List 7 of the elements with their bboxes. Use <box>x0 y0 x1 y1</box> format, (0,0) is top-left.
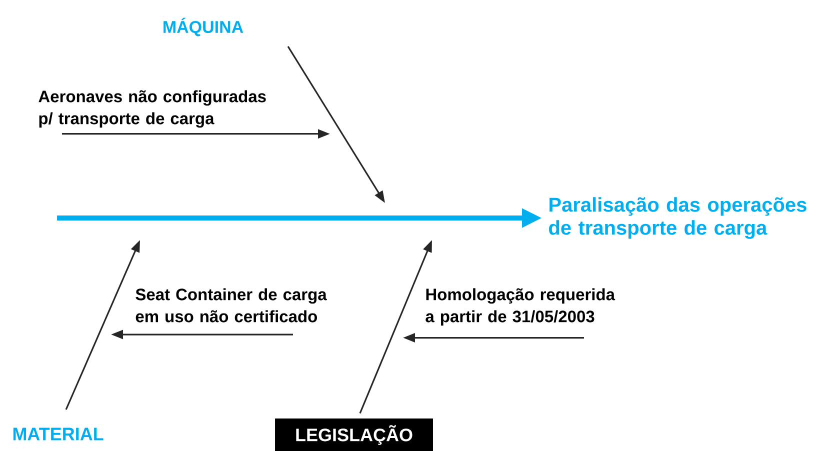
cause-label: Seat Container de carga em uso não certificado <box>136 288 327 322</box>
cause-label: Aeronaves não configuradas p/ transporte de carga <box>38 90 266 128</box>
category-label: MÁQUINA <box>164 18 244 36</box>
cause-label: Homologação requerida a partir de 31/05/2003 <box>426 288 616 326</box>
category-box: LEGISLAÇÃO <box>275 418 433 451</box>
category-label: MATERIAL <box>13 428 104 440</box>
effect-label: Paralisação das operações de transporte de carga <box>549 197 806 239</box>
